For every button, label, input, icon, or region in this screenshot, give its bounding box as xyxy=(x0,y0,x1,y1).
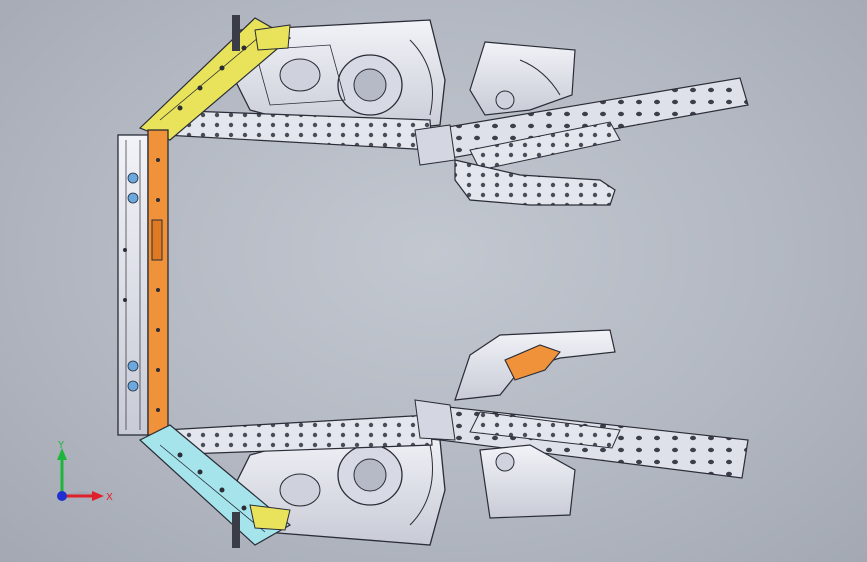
front-bumper-assembly[interactable] xyxy=(117,129,169,436)
lower-mount-plate[interactable] xyxy=(232,512,240,548)
upper-rear-bracket[interactable] xyxy=(469,41,576,116)
z-axis-icon xyxy=(57,491,67,501)
lower-rail-assembly[interactable] xyxy=(138,329,749,548)
lower-orange-bracket[interactable] xyxy=(504,344,561,381)
lower-rear-bracket[interactable] xyxy=(479,444,576,519)
y-axis-label: Y xyxy=(57,440,65,451)
bolt-icon xyxy=(127,192,139,204)
x-axis-label: X xyxy=(106,492,113,503)
bumper-inner-beam[interactable] xyxy=(147,129,169,436)
upper-branch-rail[interactable] xyxy=(454,159,616,206)
bolt-icon xyxy=(127,172,139,184)
upper-rail-assembly[interactable] xyxy=(138,15,749,206)
bolt-icon xyxy=(127,360,139,372)
bolt-icon xyxy=(127,380,139,392)
upper-mount-plate[interactable] xyxy=(232,15,240,51)
coordinate-triad: Y X xyxy=(57,440,113,503)
